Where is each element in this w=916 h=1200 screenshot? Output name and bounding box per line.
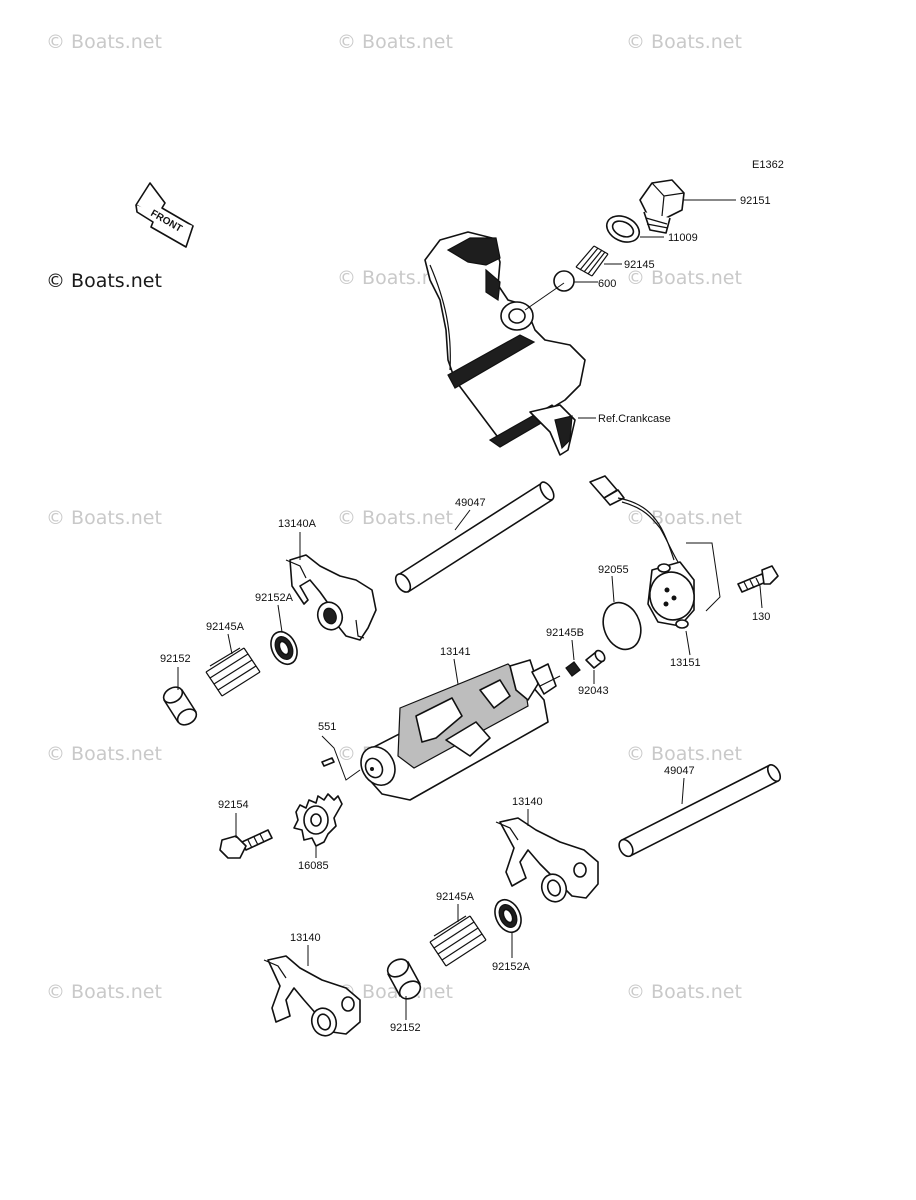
shift-fork-13140A (285, 554, 377, 641)
label-13140-mid: 13140 (512, 796, 543, 808)
bushing-92152-left (162, 686, 198, 726)
label-92055: 92055 (598, 564, 629, 576)
bushing-92152-bottom (386, 958, 422, 1000)
label-130: 130 (752, 611, 770, 623)
label-92152A-bottom: 92152A (492, 961, 531, 973)
label-92145B: 92145B (546, 627, 584, 639)
spring-92145A-bottom (429, 915, 487, 967)
front-arrow-icon: FRONT (135, 182, 194, 248)
label-49047-top: 49047 (455, 497, 486, 509)
pin-551 (321, 757, 335, 767)
watermark: © Boats.net (626, 981, 742, 1003)
spring-92145A-left (205, 647, 261, 697)
bolt-92154 (219, 829, 273, 859)
label-11009: 11009 (668, 232, 698, 244)
watermark: © Boats.net (626, 507, 742, 529)
label-92145A-bottom: 92145A (436, 891, 475, 903)
watermark: © Boats.net (46, 31, 162, 53)
label-92151: 92151 (740, 195, 771, 207)
label-92152A-left: 92152A (255, 592, 294, 604)
label-13151: 13151 (670, 657, 701, 669)
crankcase-section (424, 231, 586, 456)
watermark: © Boats.net (337, 981, 453, 1003)
washer-92152A-left (270, 630, 298, 666)
watermark: © Boats.net (626, 743, 742, 765)
label-13140A: 13140A (278, 518, 317, 530)
label-600: 600 (598, 278, 616, 290)
watermark: © Boats.net (626, 267, 742, 289)
watermark: © Boats.net (626, 31, 742, 53)
label-92152-bottom: 92152 (390, 1022, 421, 1034)
watermark: © Boats.net (46, 743, 162, 765)
gear-16085 (293, 793, 343, 847)
label-92145A-left: 92145A (206, 621, 245, 633)
label-92154: 92154 (218, 799, 249, 811)
shift-drum-13141 (360, 659, 561, 801)
gasket-11009 (605, 215, 641, 243)
spring-92145 (575, 245, 609, 277)
shaft-49047-top (394, 481, 555, 593)
brand-watermark: © Boats.net (46, 270, 162, 292)
label-551: 551 (318, 721, 336, 733)
washer-92152A-bottom (494, 898, 522, 934)
ref-crankcase: Ref.Crankcase (598, 413, 671, 425)
bolt-130 (737, 565, 779, 593)
pin-92043 (585, 649, 606, 669)
label-92152-left: 92152 (160, 653, 191, 665)
o-ring-92055 (602, 601, 642, 651)
label-13140-low: 13140 (290, 932, 321, 944)
diagram-code: E1362 (752, 159, 784, 171)
shift-fork-13140-mid (495, 817, 599, 903)
watermark: © Boats.net (337, 267, 453, 289)
label-92043: 92043 (578, 685, 609, 697)
watermark: © Boats.net (337, 31, 453, 53)
sensor-13151 (589, 475, 695, 629)
watermark: © Boats.net (46, 507, 162, 529)
shaft-49047-bottom (618, 764, 782, 858)
plug-bolt-92151 (639, 179, 685, 234)
label-13141: 13141 (440, 646, 471, 658)
label-16085: 16085 (298, 860, 329, 872)
shift-fork-13140-low (263, 955, 361, 1037)
label-49047-bottom: 49047 (664, 765, 695, 777)
spring-92145B (565, 661, 581, 677)
label-92145: 92145 (624, 259, 655, 271)
watermark: © Boats.net (337, 507, 453, 529)
watermark: © Boats.net (46, 981, 162, 1003)
watermarks: © Boats.net © Boats.net © Boats.net © Bo… (46, 31, 742, 1003)
